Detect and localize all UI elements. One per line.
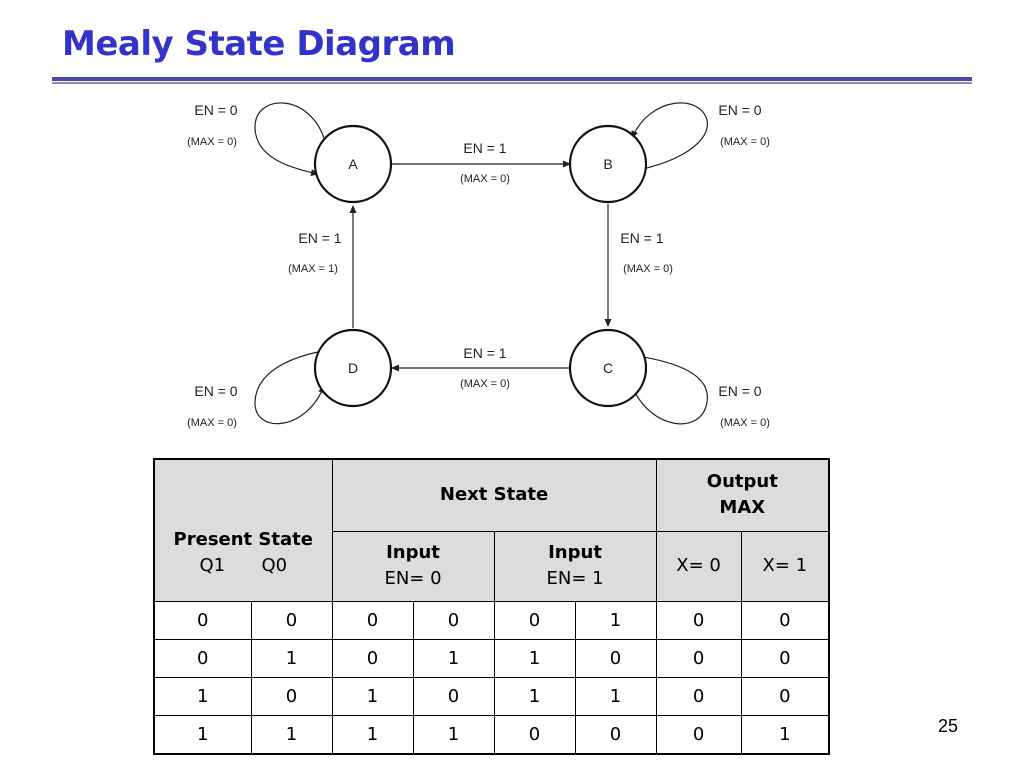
- table-cell: 1: [574, 676, 657, 716]
- x0-header: X= 0: [655, 530, 742, 602]
- state-b: B: [568, 124, 648, 204]
- state-a-label: A: [348, 156, 358, 172]
- c-to-d-input-label: EN = 1: [463, 345, 506, 361]
- loop-c-output-label: (MAX = 0): [720, 417, 770, 429]
- table-cell: 0: [655, 638, 742, 678]
- self-loop-c: [605, 349, 708, 425]
- table-cell: 0: [740, 638, 830, 678]
- table-cell: 0: [655, 676, 742, 716]
- table-cell: 1: [412, 714, 495, 754]
- self-loop-d: [254, 351, 325, 425]
- table-cell: 0: [412, 676, 495, 716]
- input-en1-header: Input EN= 1: [493, 530, 657, 602]
- table-cell: 1: [740, 714, 830, 754]
- table-cell: 1: [412, 638, 495, 678]
- table-cell: 0: [655, 600, 742, 640]
- table-cell: 0: [655, 714, 742, 754]
- x0-label: X= 0: [676, 555, 721, 576]
- en0-label: EN= 0: [384, 568, 442, 589]
- x1-label: X= 1: [762, 555, 808, 576]
- title-divider-shadow: [52, 82, 972, 84]
- table-cell: 0: [250, 600, 333, 640]
- output-label: Output: [706, 471, 778, 493]
- table-cell: 1: [153, 676, 252, 716]
- table-cell: 1: [250, 638, 333, 678]
- input-en0-header: Input EN= 0: [331, 530, 495, 602]
- table-cell: 0: [574, 638, 657, 678]
- table-cell: 0: [740, 676, 830, 716]
- a-to-b-output-label: (MAX = 0): [460, 173, 510, 185]
- x1-header: X= 1: [740, 530, 830, 602]
- loop-d-input-label: EN = 0: [194, 383, 237, 399]
- q1-label: Q1: [199, 554, 226, 576]
- table-cell: 1: [574, 600, 657, 640]
- table-cell: 1: [493, 638, 576, 678]
- table-cell: 1: [331, 676, 414, 716]
- page-number: 25: [938, 716, 959, 736]
- table-cell: 0: [740, 600, 830, 640]
- c-to-d-output-label: (MAX = 0): [460, 378, 510, 390]
- output-header: Output MAX: [655, 458, 830, 532]
- table-cell: 0: [153, 638, 252, 678]
- loop-d-output-label: (MAX = 0): [187, 417, 237, 429]
- table-row: 0 1 0 1 1 0 0 0: [153, 638, 830, 678]
- en1-label: EN= 1: [546, 568, 604, 589]
- table-cell: 1: [331, 714, 414, 754]
- table-row: 1 0 1 0 1 1 0 0: [153, 676, 830, 716]
- table-cell: 0: [331, 638, 414, 678]
- table-cell: 0: [412, 600, 495, 640]
- table-cell: 0: [331, 600, 414, 640]
- input-en0-label: Input: [386, 542, 440, 563]
- state-c: C: [568, 328, 648, 408]
- q0-label: Q0: [261, 554, 288, 576]
- next-state-header: Next State: [331, 458, 657, 532]
- b-to-c-output-label: (MAX = 0): [623, 263, 673, 275]
- state-c-label: C: [603, 360, 613, 376]
- table-cell: 1: [250, 714, 333, 754]
- table-cell: 1: [153, 714, 252, 754]
- next-state-label: Next State: [439, 484, 549, 506]
- d-to-a-input-label: EN = 1: [298, 230, 341, 246]
- self-loop-a: [254, 102, 325, 176]
- table-cell: 0: [493, 714, 576, 754]
- table-cell: 0: [493, 600, 576, 640]
- state-d-label: D: [348, 360, 358, 376]
- table-cell: 0: [250, 676, 333, 716]
- slide-title: Mealy State Diagram: [62, 24, 456, 64]
- loop-a-output-label: (MAX = 0): [187, 136, 237, 148]
- loop-a-input-label: EN = 0: [194, 102, 237, 118]
- mealy-state-diagram: A B C D EN = 0 (MAX = 0) EN = 0 (MAX = 0…: [187, 102, 770, 429]
- a-to-b-input-label: EN = 1: [463, 140, 506, 156]
- loop-b-output-label: (MAX = 0): [720, 136, 770, 148]
- input-en1-label: Input: [548, 542, 602, 563]
- state-a: A: [313, 124, 393, 204]
- state-d: D: [313, 328, 393, 408]
- d-to-a-output-label: (MAX = 1): [288, 263, 338, 275]
- loop-b-input-label: EN = 0: [718, 102, 761, 118]
- loop-c-input-label: EN = 0: [718, 383, 761, 399]
- table-cell: 0: [574, 714, 657, 754]
- self-loop-b: [605, 102, 708, 175]
- output-max-label: MAX: [719, 497, 766, 519]
- present-state-header: Present State Q1 Q0: [153, 458, 333, 602]
- table-cell: 1: [493, 676, 576, 716]
- state-b-label: B: [603, 156, 612, 172]
- title-divider: [52, 77, 972, 81]
- table-row: 0 0 0 0 0 1 0 0: [153, 600, 830, 640]
- table-row: 1 1 1 1 0 0 0 1: [153, 714, 830, 754]
- present-state-label: Present State: [173, 528, 313, 550]
- state-table: Present State Q1 Q0 Next State Output MAX…: [153, 458, 831, 755]
- table-cell: 0: [153, 600, 252, 640]
- b-to-c-input-label: EN = 1: [620, 230, 663, 246]
